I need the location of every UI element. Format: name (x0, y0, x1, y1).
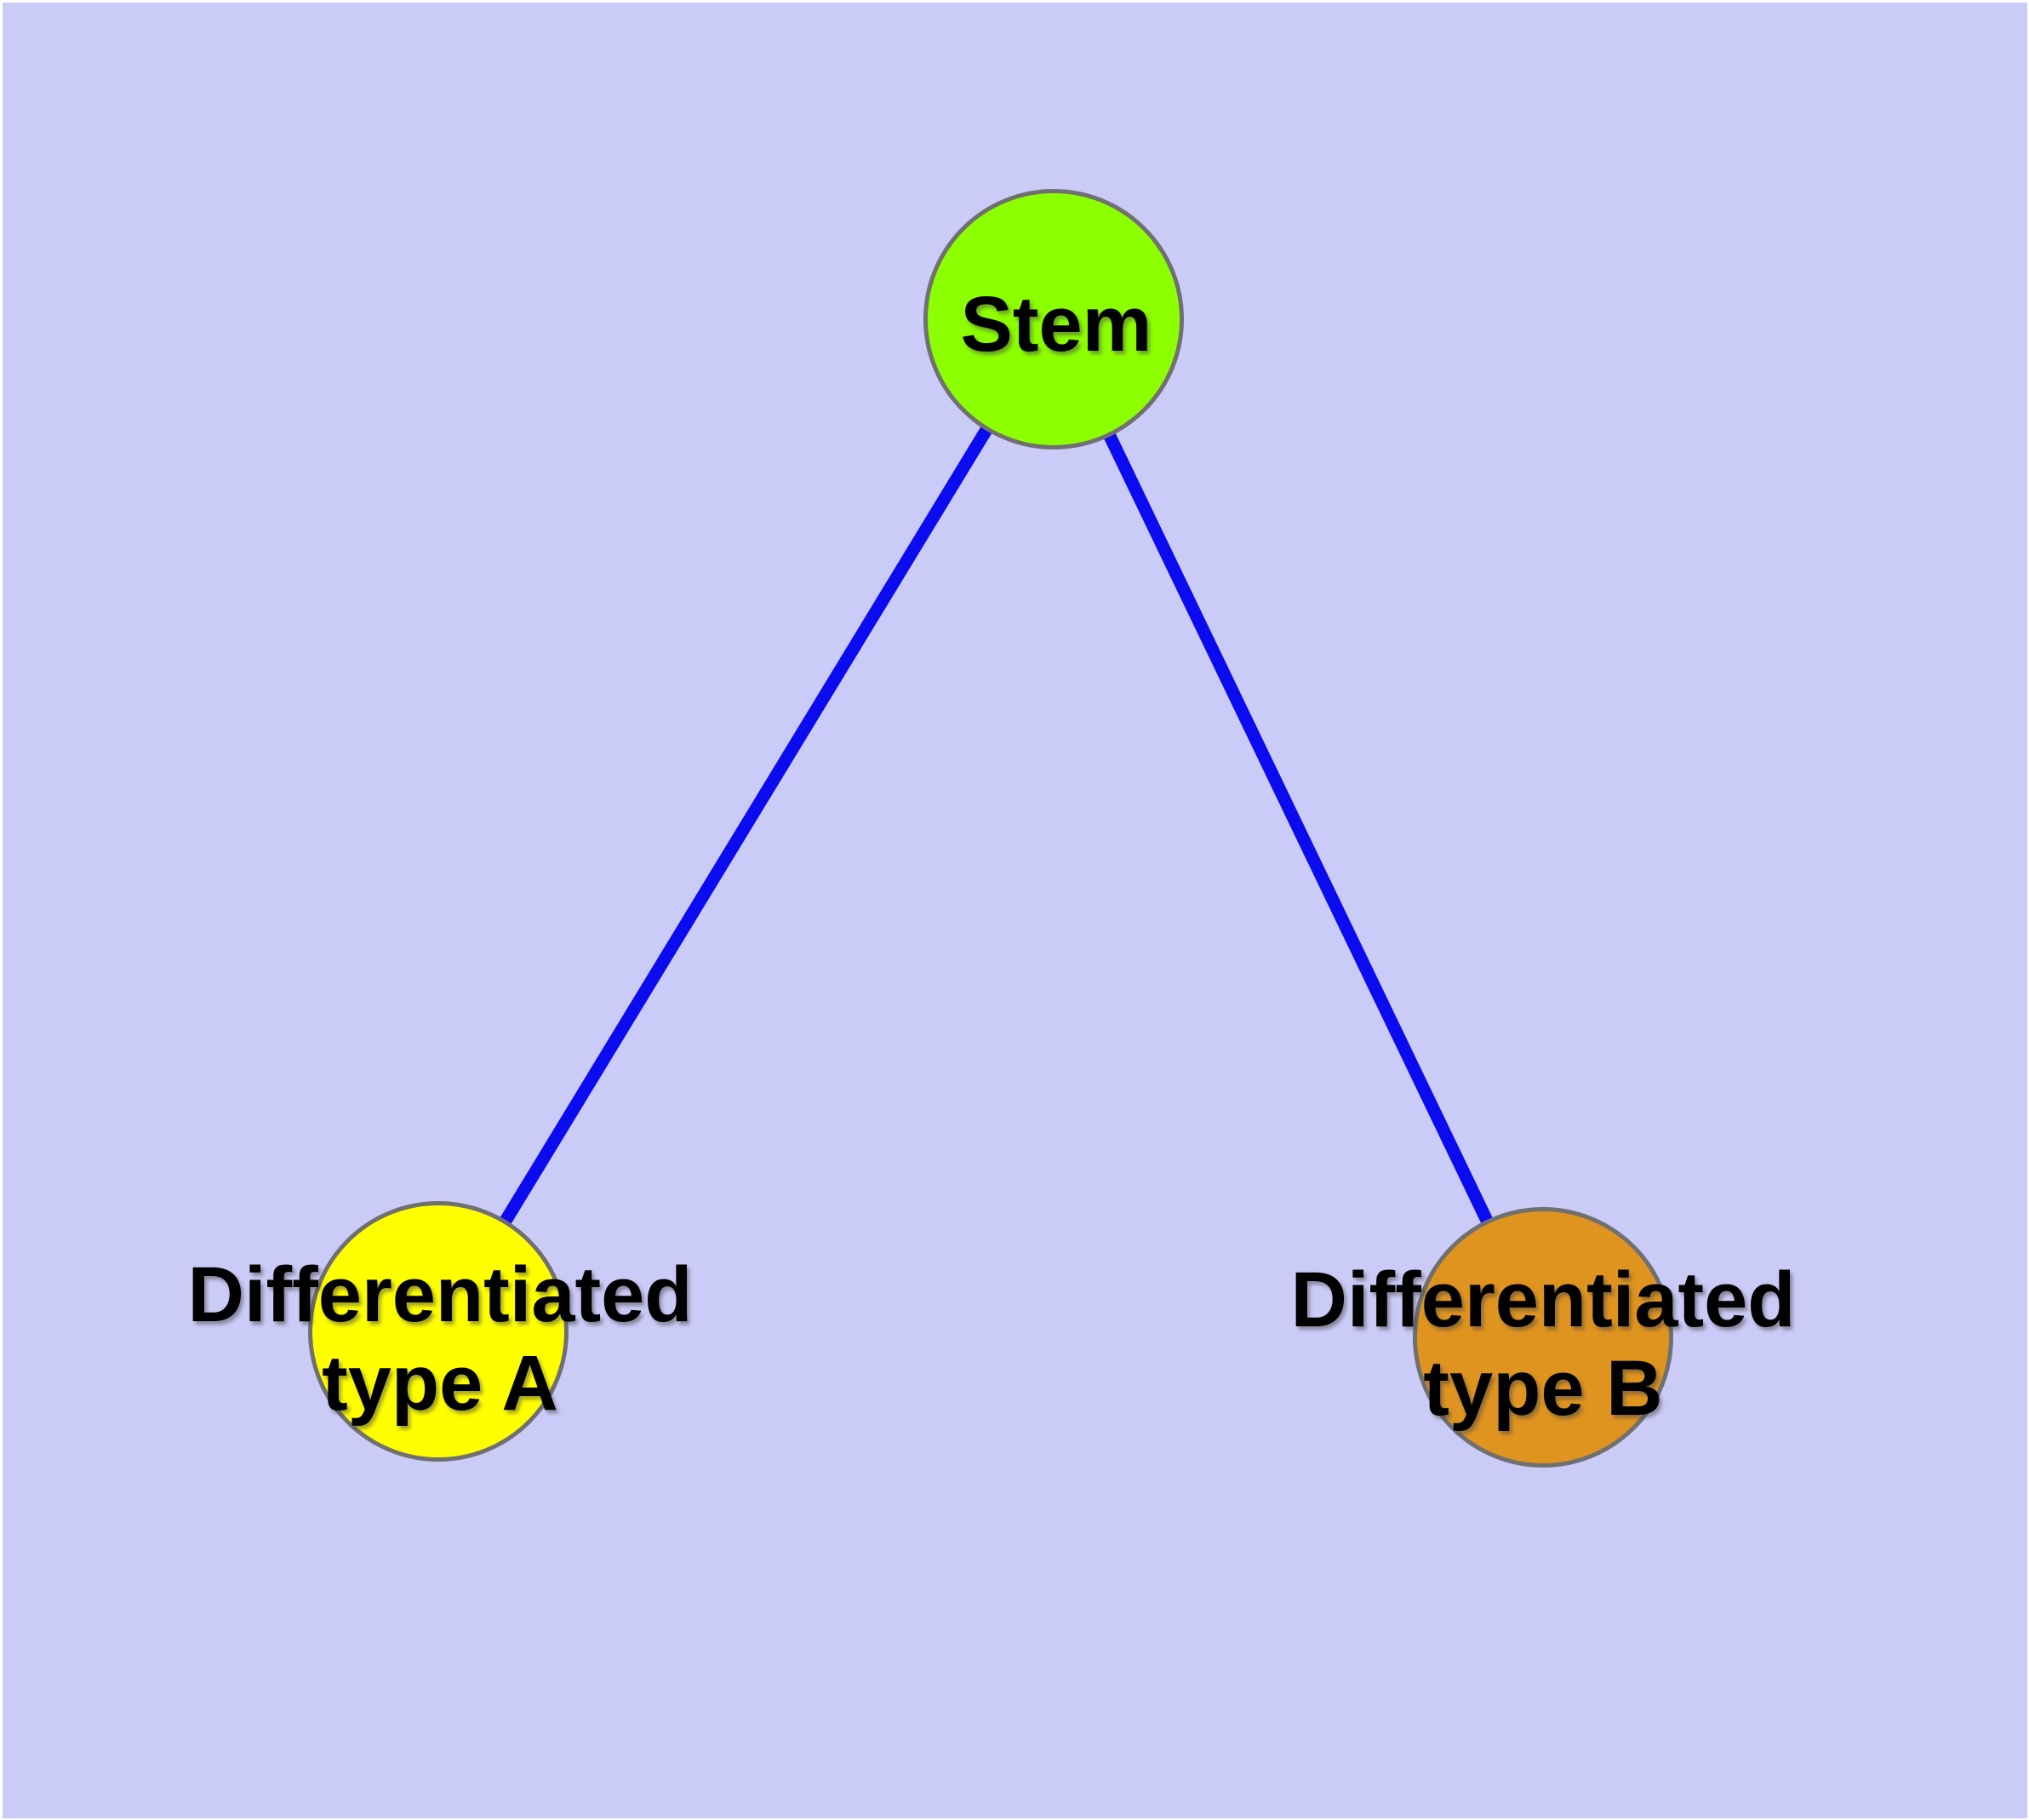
node-stem (923, 189, 1184, 449)
edge-stem-to-type-a (432, 316, 1060, 1335)
edges-layer (432, 316, 1549, 1341)
graph-canvas: Stem Differentiated type A Differentiate… (3, 3, 2027, 1818)
node-type-b-label: Differentiated type B (1291, 1256, 1796, 1433)
type-a-label-line-1: Differentiated (187, 1251, 693, 1338)
node-type-a (308, 1201, 569, 1462)
stem-label-text: Stem (960, 281, 1152, 368)
node-stem-label: Stem (961, 280, 1152, 369)
node-type-a-label: Differentiated type A (188, 1251, 693, 1428)
type-b-label-line-2: type B (1423, 1345, 1663, 1432)
type-b-label-line-1: Differentiated (1290, 1256, 1796, 1343)
node-type-b (1413, 1207, 1673, 1468)
edge-stem-to-type-b (1048, 316, 1549, 1341)
type-a-label-line-2: type A (322, 1340, 558, 1427)
